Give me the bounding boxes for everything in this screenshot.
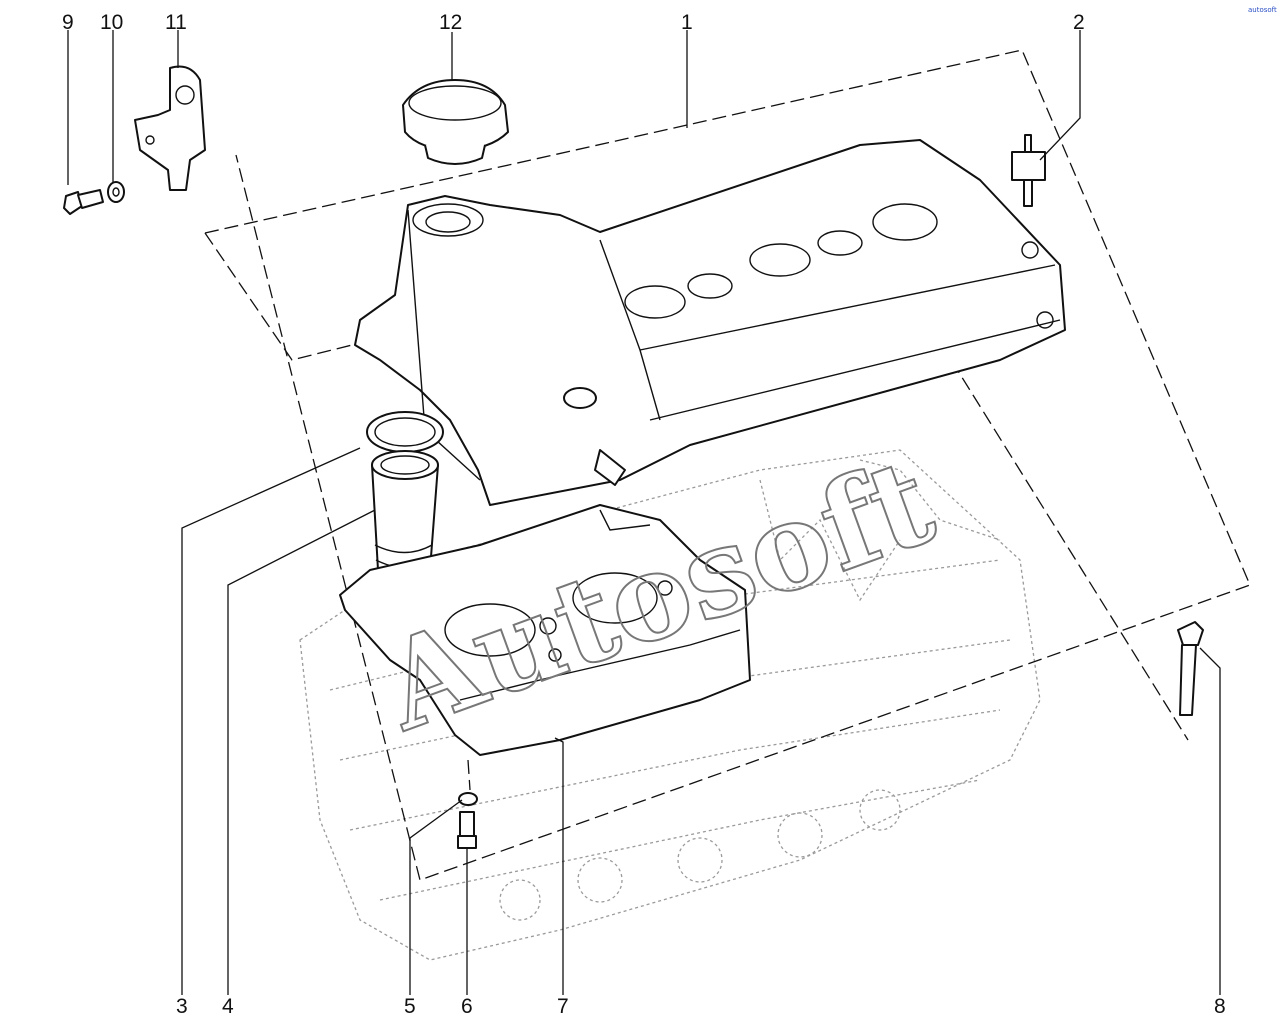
rubber-mount-stud (1011, 134, 1046, 207)
leader-lines (67, 30, 1221, 995)
bolt-9 (63, 189, 104, 215)
screw-6 (457, 811, 477, 849)
callout-8: 8 (1214, 995, 1226, 1018)
assembly-guide-lines (204, 49, 1251, 881)
callout-6: 6 (461, 995, 473, 1018)
callout-5: 5 (404, 995, 416, 1018)
corner-mark: autosoft (1248, 6, 1277, 14)
baffle-plate (339, 504, 751, 756)
washer-10 (107, 181, 125, 203)
callout-11: 11 (165, 11, 187, 34)
callout-2: 2 (1073, 11, 1085, 34)
callout-9: 9 (62, 11, 74, 34)
callout-labels: 9 10 11 12 1 2 3 4 5 6 7 8 (62, 11, 1226, 1018)
o-ring (366, 411, 444, 453)
valve-cover (354, 139, 1066, 506)
washer-5 (458, 792, 478, 806)
long-bolt (1177, 621, 1204, 716)
callout-3: 3 (176, 995, 188, 1018)
callout-1: 1 (681, 11, 693, 34)
callout-12: 12 (439, 11, 462, 34)
oil-filler-cap (402, 79, 509, 165)
callout-7: 7 (557, 995, 569, 1018)
mounting-bracket (134, 65, 206, 191)
callout-4: 4 (222, 995, 234, 1018)
callout-10: 10 (100, 11, 123, 34)
